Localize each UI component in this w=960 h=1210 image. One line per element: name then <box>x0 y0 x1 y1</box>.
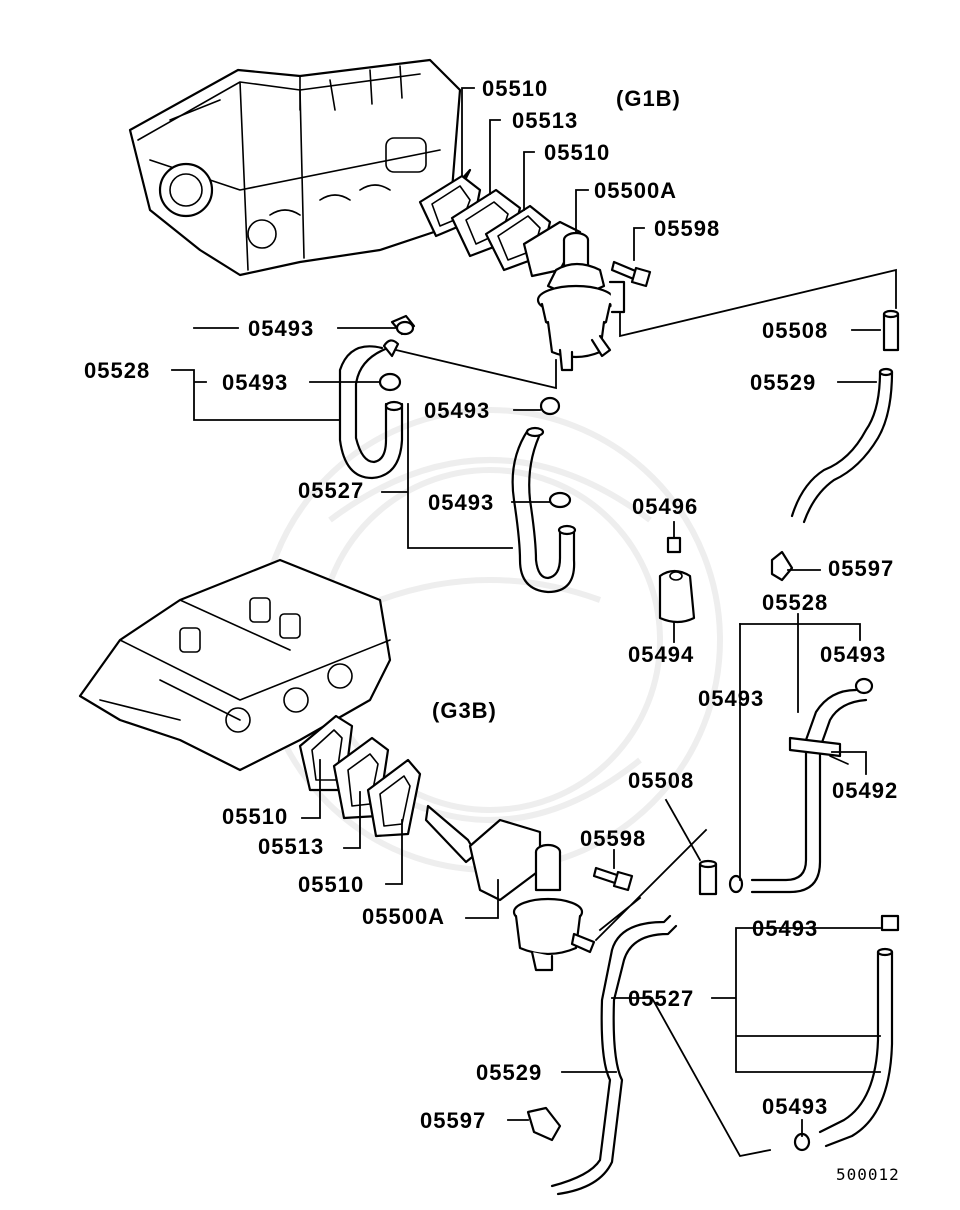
hose-05529-g1b <box>790 367 894 524</box>
part-callout: 05598 <box>654 216 720 241</box>
part-callout: 05492 <box>832 778 898 803</box>
part-callout: 05510 <box>544 140 610 165</box>
clip-05493-a <box>390 314 416 336</box>
hose-05527-g1b <box>511 426 577 594</box>
part-callout: 05493 <box>698 686 764 711</box>
cap-05597-top <box>770 550 794 582</box>
part-callout: 05493 <box>428 490 494 515</box>
engine-block-g3b <box>78 558 392 772</box>
part-callout: 05493 <box>752 916 818 941</box>
hose-05508-g3b <box>698 859 718 896</box>
part-callout: 05529 <box>750 370 816 395</box>
clip-05493-d <box>548 491 572 509</box>
leader-lines <box>171 87 897 1158</box>
clip-05493-c <box>539 396 561 416</box>
part-callout: 05500A <box>594 178 677 203</box>
part-callout: 05508 <box>762 318 828 343</box>
cap-05597-bottom <box>526 1106 562 1142</box>
group-label-g1b: (G1B) <box>616 86 681 111</box>
plug-05496 <box>666 536 682 554</box>
drawing-number: 500012 <box>836 1165 900 1184</box>
part-callout: 05493 <box>820 642 886 667</box>
clip-05493-b <box>378 372 402 392</box>
part-callout: 05513 <box>512 108 578 133</box>
hose-05527-g3b <box>793 914 900 1152</box>
bolt-05598-g3b <box>592 866 634 892</box>
bolt-05598-g1b <box>610 260 652 288</box>
part-callout: 05527 <box>298 478 364 503</box>
part-callout: 05529 <box>476 1060 542 1085</box>
part-callout: 05496 <box>632 494 698 519</box>
part-callout: 05597 <box>420 1108 486 1133</box>
part-callout: 05510 <box>482 76 548 101</box>
part-callout: 05493 <box>222 370 288 395</box>
part-callout: 05528 <box>762 590 828 615</box>
part-callout: 05494 <box>628 642 694 667</box>
part-callout: 05493 <box>762 1094 828 1119</box>
part-callout: 05597 <box>828 556 894 581</box>
part-callout: 05528 <box>84 358 150 383</box>
part-callout: 05598 <box>580 826 646 851</box>
hose-05528-right <box>728 677 874 894</box>
fuel-pump-g3b <box>424 804 596 972</box>
engine-block-g1b <box>128 58 472 277</box>
hose-05508-g1b <box>882 309 900 352</box>
part-callout: 05513 <box>258 834 324 859</box>
hose-05529-g3b <box>550 914 678 1196</box>
callout-labels: 05510 05513 05510 05500A 05598 05508 05529 0549… <box>84 76 898 1133</box>
part-callout: 05493 <box>248 316 314 341</box>
part-callout: 05500A <box>362 904 445 929</box>
group-label-g3b: (G3B) <box>432 698 497 723</box>
clamp-05492 <box>788 736 849 765</box>
part-callout: 05527 <box>628 986 694 1011</box>
bracket-05494 <box>658 569 696 624</box>
part-callout: 05510 <box>298 872 364 897</box>
part-callout: 05510 <box>222 804 288 829</box>
hose-05528-g1b <box>338 339 404 480</box>
gaskets-g3b <box>298 714 422 838</box>
group-labels: (G1B) (G3B) <box>432 86 681 723</box>
part-callout: 05508 <box>628 768 694 793</box>
part-callout: 05493 <box>424 398 490 423</box>
fuel-pump-g1b <box>522 220 626 372</box>
